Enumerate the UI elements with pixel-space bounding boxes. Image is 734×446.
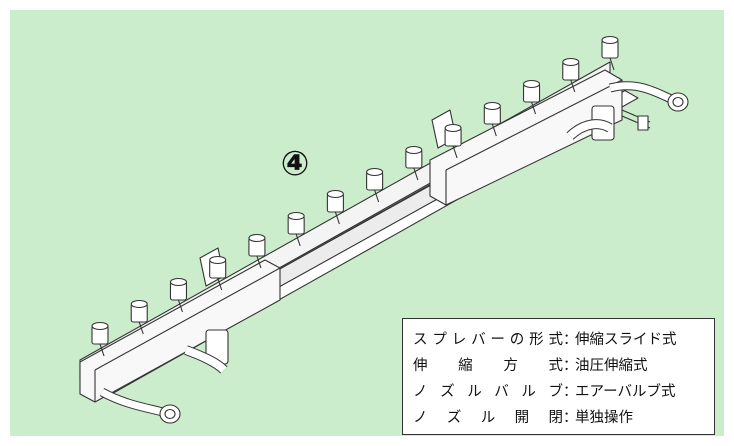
figure-number-marker: ④ bbox=[280, 144, 310, 184]
spec-value: 伸縮スライド式 bbox=[575, 331, 677, 348]
nozzle-valve-unit bbox=[287, 211, 305, 247]
nozzle-valve-unit bbox=[91, 321, 109, 357]
spec-value: エアーバルブ式 bbox=[575, 383, 676, 400]
nozzle-valve-unit bbox=[326, 189, 344, 225]
nozzle-valve-unit bbox=[366, 167, 384, 203]
nozzle-valve-unit bbox=[130, 299, 148, 335]
spec-separator: ： bbox=[563, 331, 578, 348]
spec-value: 単独操作 bbox=[575, 409, 633, 426]
nozzle-valve-unit bbox=[405, 145, 423, 181]
nozzle-valve-unit bbox=[483, 101, 501, 137]
spec-row: スプレバーの形式 ： 伸縮スライド式 bbox=[413, 325, 714, 351]
spec-separator: ： bbox=[563, 409, 578, 426]
spec-label: 伸 縮 方 式 bbox=[413, 357, 563, 374]
spec-row: ノ ズ ル バ ル ブ ： エアーバルブ式 bbox=[413, 377, 714, 403]
nozzle-valve-unit bbox=[562, 57, 580, 93]
nozzle-valve-unit bbox=[522, 79, 541, 115]
specification-box: スプレバーの形式 ： 伸縮スライド式 伸 縮 方 式 ： 油圧伸縮式 ノ ズ ル… bbox=[402, 318, 715, 435]
spec-label: ノ ズ ル バ ル ブ bbox=[413, 383, 563, 400]
spec-value: 油圧伸縮式 bbox=[575, 357, 648, 374]
spec-label: ノ ズ ル 開 閉 bbox=[413, 409, 563, 426]
spec-row: 伸 縮 方 式 ： 油圧伸縮式 bbox=[413, 351, 714, 377]
nozzle-valve-unit bbox=[444, 123, 462, 159]
nozzle-valve-unit bbox=[209, 255, 227, 291]
spec-row: ノ ズ ル 開 閉 ： 単独操作 bbox=[413, 403, 714, 429]
nozzle-valve-unit bbox=[169, 277, 188, 313]
spec-separator: ： bbox=[563, 357, 578, 374]
nozzle-valve-unit bbox=[248, 233, 266, 269]
nozzle-valve-unit bbox=[601, 35, 619, 71]
spray-bar-drawing bbox=[79, 35, 689, 424]
figure-canvas: ④ スプレバーの形式 ： 伸縮スライド式 伸 縮 方 式 ： 油圧伸縮式 ノ ズ… bbox=[10, 10, 724, 436]
spec-label: スプレバーの形式 bbox=[413, 331, 563, 348]
spec-separator: ： bbox=[563, 383, 578, 400]
